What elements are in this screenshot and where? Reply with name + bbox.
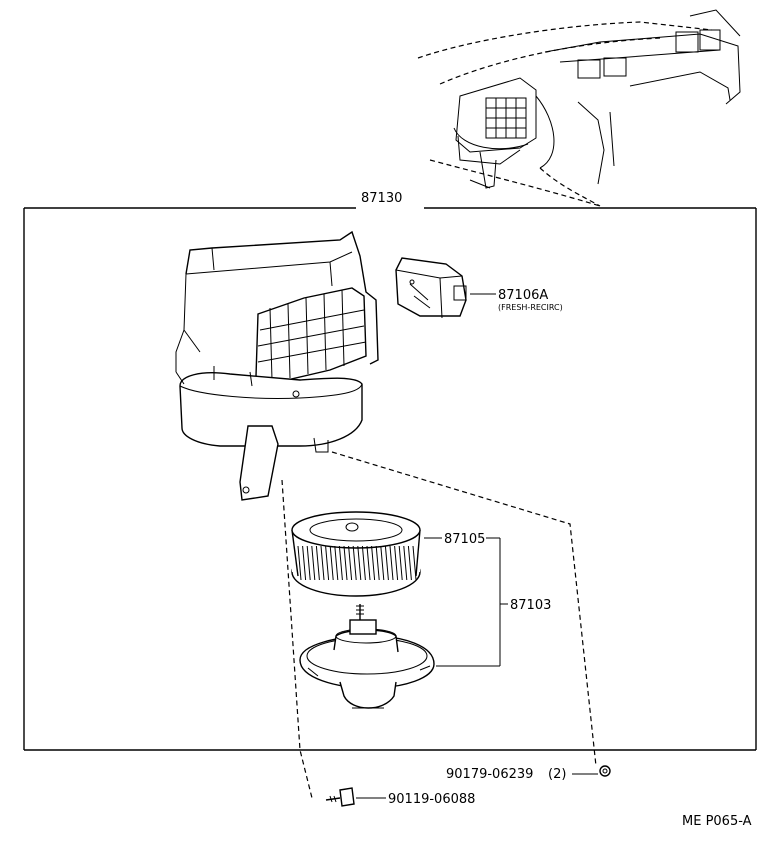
fan-blade: [375, 545, 380, 581]
fan-blade: [325, 545, 330, 581]
damper-servo-part-number: 87106A: [498, 288, 548, 303]
fan-blade: [384, 545, 389, 581]
fan-blade: [380, 545, 385, 581]
fan-blade: [348, 545, 353, 581]
fan-blade: [338, 545, 343, 581]
motor-assembly-part-number: 87103: [510, 598, 551, 613]
fan-blade: [311, 545, 316, 581]
screw: [325, 787, 355, 807]
figure-code: ME P065-A: [682, 814, 752, 829]
fan-blade: [315, 545, 320, 581]
fan-blade: [320, 545, 325, 581]
damper-servo-note: (FRESH-RECIRC): [498, 303, 563, 312]
dashboard-locator-illustration: [417, 9, 741, 207]
fan-blade: [361, 545, 366, 581]
fan-blade: [371, 545, 376, 581]
motor-assembly-bracket: [436, 537, 508, 667]
fan-blade: [357, 545, 362, 581]
fan-blade: [412, 545, 417, 581]
blower-motor: [299, 604, 435, 709]
fan-blade: [403, 545, 408, 581]
fan-blade: [306, 545, 311, 581]
fan-blade: [329, 545, 334, 581]
screw-part-number: 90119-06088: [388, 792, 475, 807]
blower-fan: [291, 511, 421, 597]
fan-blade: [407, 545, 412, 581]
fan-blade: [352, 545, 357, 581]
damper-servo: [395, 257, 467, 319]
nut-quantity: (2): [548, 767, 566, 782]
assembly-frame: [23, 207, 757, 751]
assembly-part-number: 87130: [361, 191, 402, 206]
blower-case: [175, 230, 379, 501]
fan-part-number: 87105: [444, 532, 485, 547]
fan-blade: [343, 545, 348, 581]
nut-dashed-line: [331, 451, 597, 767]
fan-blade: [389, 545, 394, 581]
fan-blade: [297, 545, 302, 581]
fan-blade: [302, 545, 307, 581]
nut-part-number: 90179-06239: [446, 767, 533, 782]
fan-blade: [394, 545, 399, 581]
fan-blade: [398, 545, 403, 581]
fan-blade: [334, 545, 339, 581]
nut: [599, 765, 611, 777]
fan-blade: [366, 545, 371, 581]
